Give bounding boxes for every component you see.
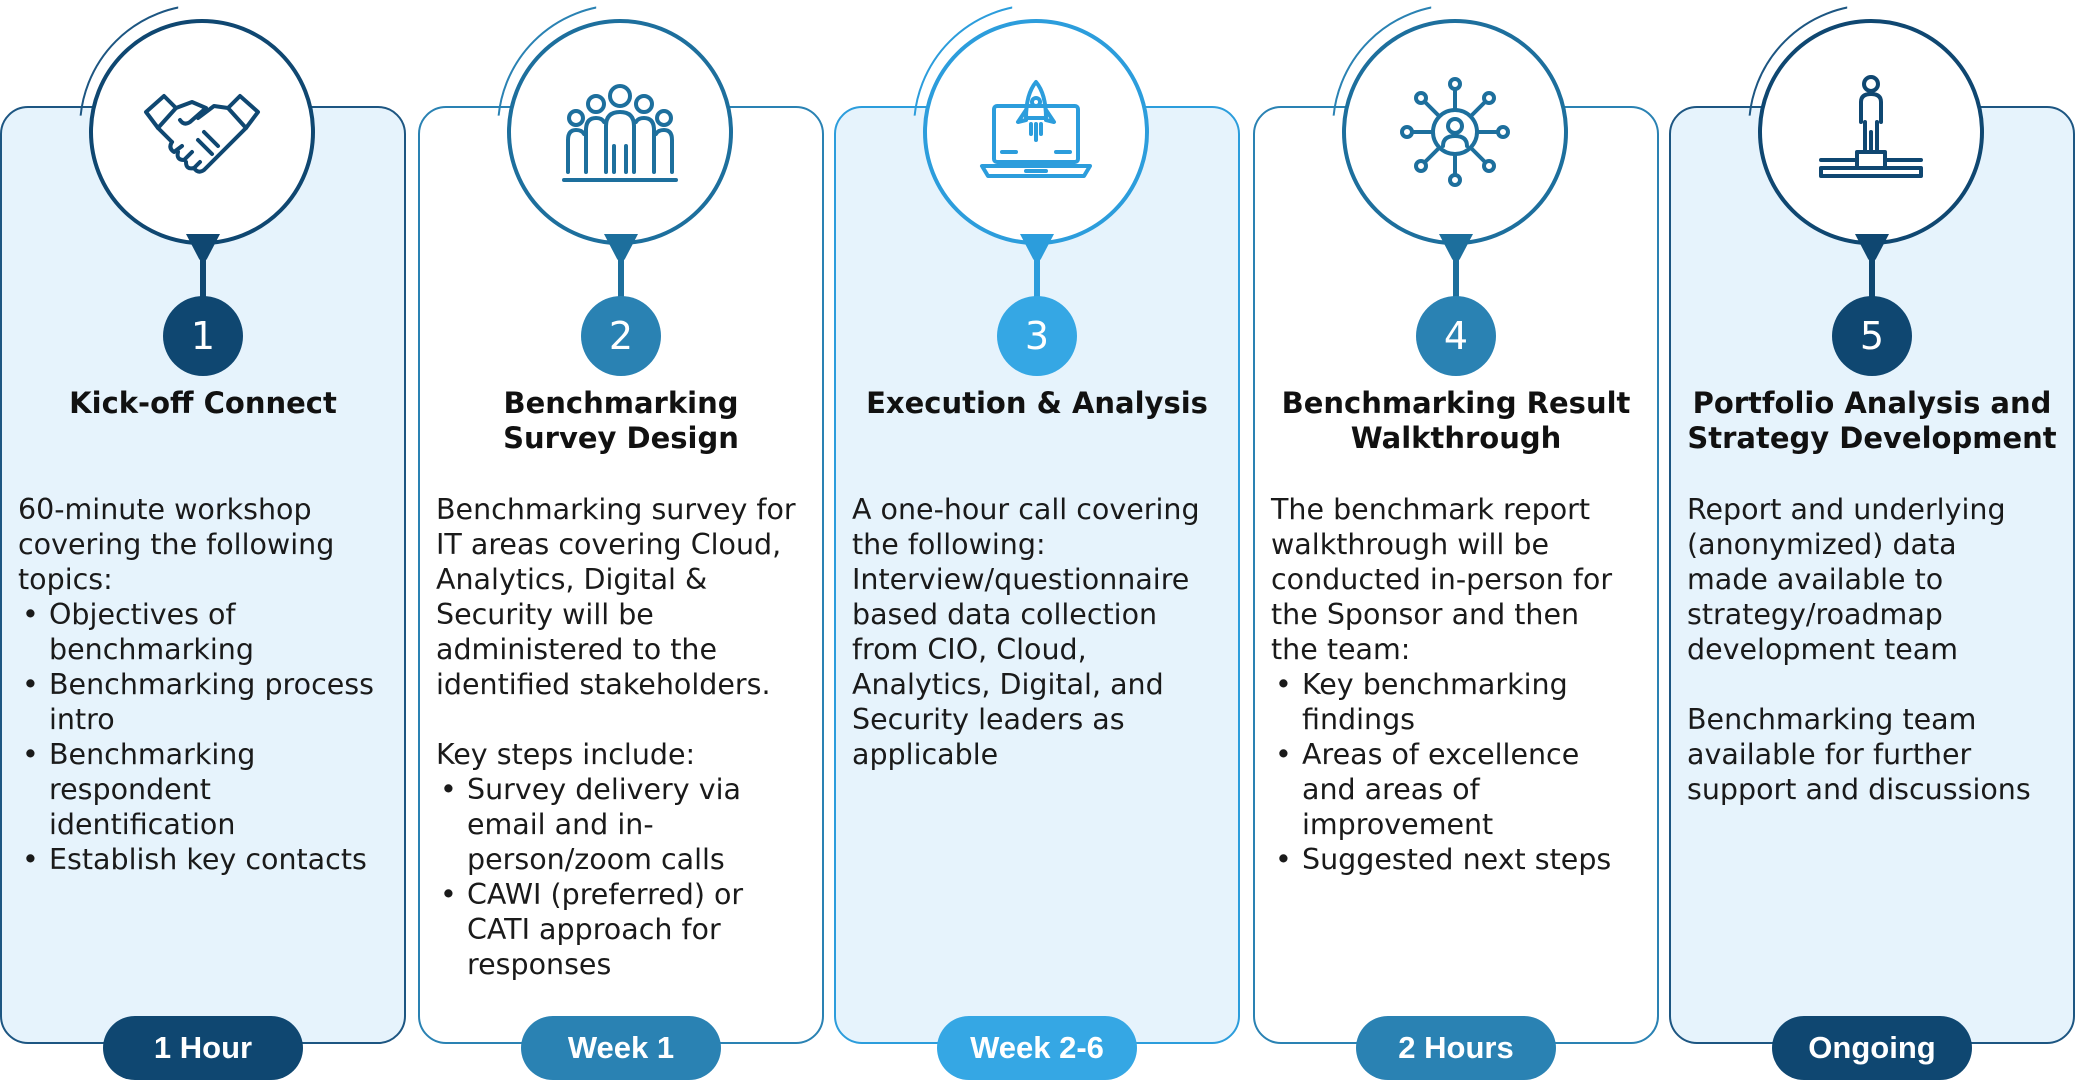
step-number: 2 [581,296,661,376]
phase-description: 60-minute workshop covering the followin… [18,492,396,877]
intro-text: Report and underlying (anonymized) data … [1687,493,2006,666]
connector-line [1453,240,1459,300]
outro-text: Benchmarking team available for further … [1687,703,2031,806]
bullet-list: Key benchmarking findings Areas of excel… [1271,667,1649,877]
bullet-item: Suggested next steps [1271,842,1649,877]
phase-title: Kick-off Connect [69,386,337,420]
step-number: 1 [163,296,243,376]
intro-text: 60-minute workshop covering the followin… [18,493,335,596]
subheading-text: Key steps include: [436,738,696,771]
intro-text: The benchmark report walkthrough will be… [1271,493,1613,666]
phase-title: Execution & Analysis [866,386,1208,420]
connector-line [618,240,624,300]
podium-person-icon [1758,19,1984,245]
phase-title: Benchmarking Result Walkthrough [1281,386,1631,455]
bullet-item: Areas of excellence and areas of improve… [1271,737,1649,842]
network-person-icon [1342,19,1568,245]
laptop-rocket-icon [923,19,1149,245]
phase-2: 2 Benchmarking Survey Design Benchmarkin… [418,0,828,1086]
phase-title: Benchmarking Survey Design [503,386,739,455]
handshake-icon [89,19,315,245]
connector-line [1869,240,1875,300]
phase-description: The benchmark report walkthrough will be… [1271,492,1649,877]
duration-badge: Ongoing [1772,1016,1972,1080]
bullet-item: Objectives of benchmarking [18,597,396,667]
connector-line [1034,240,1040,300]
bullet-item: Survey delivery via email and in- person… [436,772,814,877]
duration-badge: 1 Hour [103,1016,303,1080]
connector-line [200,240,206,300]
bullet-list: Objectives of benchmarking Benchmarking … [18,597,396,877]
step-number: 3 [997,296,1077,376]
bullet-item: Key benchmarking findings [1271,667,1649,737]
phase-3: 3 Execution & Analysis A one-hour call c… [834,0,1244,1086]
step-number: 4 [1416,296,1496,376]
bullet-item: Benchmarking process intro [18,667,396,737]
team-icon [507,19,733,245]
phase-1: 1 Kick-off Connect 60-minute workshop co… [0,0,410,1086]
bullet-item: Benchmarking respondent identification [18,737,396,842]
intro-text: Benchmarking survey for IT areas coverin… [436,493,796,701]
intro-text: A one-hour call covering the following: … [852,493,1200,771]
phase-description: A one-hour call covering the following: … [852,492,1230,772]
duration-badge: 2 Hours [1356,1016,1556,1080]
bullet-item: Establish key contacts [18,842,396,877]
phase-5: 5 Portfolio Analysis and Strategy Develo… [1669,0,2077,1086]
bullet-list: Survey delivery via email and in- person… [436,772,814,982]
phase-title: Portfolio Analysis and Strategy Developm… [1687,386,2057,455]
phase-description: Report and underlying (anonymized) data … [1687,492,2065,807]
step-number: 5 [1832,296,1912,376]
bullet-item: CAWI (preferred) or CATI approach for re… [436,877,814,982]
phase-description: Benchmarking survey for IT areas coverin… [436,492,814,982]
duration-badge: Week 1 [521,1016,721,1080]
phase-4: 4 Benchmarking Result Walkthrough The be… [1253,0,1663,1086]
duration-badge: Week 2-6 [937,1016,1137,1080]
